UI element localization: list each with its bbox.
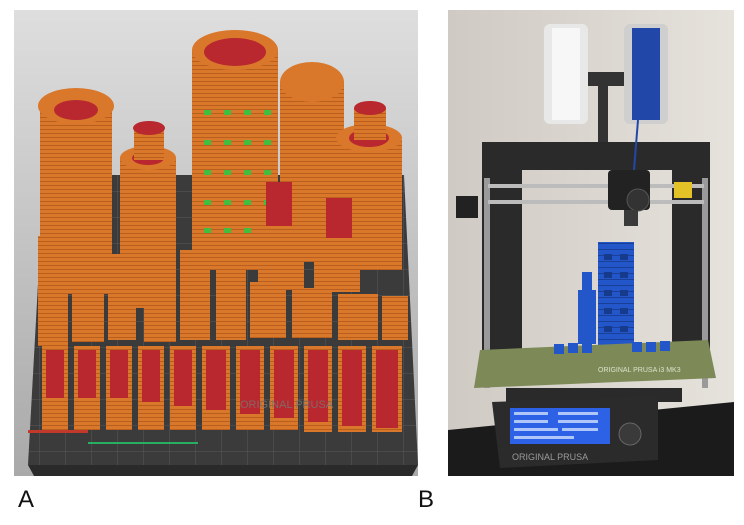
filament-spools [544,24,668,142]
small-parts [38,236,408,346]
printer-photo-image: ORIGINAL PRUSA i3 MK3 ORIGINAL PRUSA [448,10,734,476]
printed-objects [578,242,634,350]
front-bars [42,346,402,432]
slicer-preview-image: ORIGINAL PRUSA [14,10,418,476]
panel-label-a: A [18,486,35,513]
bed-logo-text: ORIGINAL PRUSA i3 MK3 [598,367,681,374]
lcd-panel: ORIGINAL PRUSA [492,396,658,468]
extruder [608,119,650,226]
printer-frame [456,142,710,388]
bed-logo-text: ORIGINAL PRUSA [240,399,334,411]
panel-b-printer-photo: ORIGINAL PRUSA i3 MK3 ORIGINAL PRUSA [448,10,734,476]
panel-label-b: B [418,486,435,513]
panel-a-slicer-preview: ORIGINAL PRUSA [14,10,418,476]
lcd-logo-text: ORIGINAL PRUSA [512,452,588,462]
